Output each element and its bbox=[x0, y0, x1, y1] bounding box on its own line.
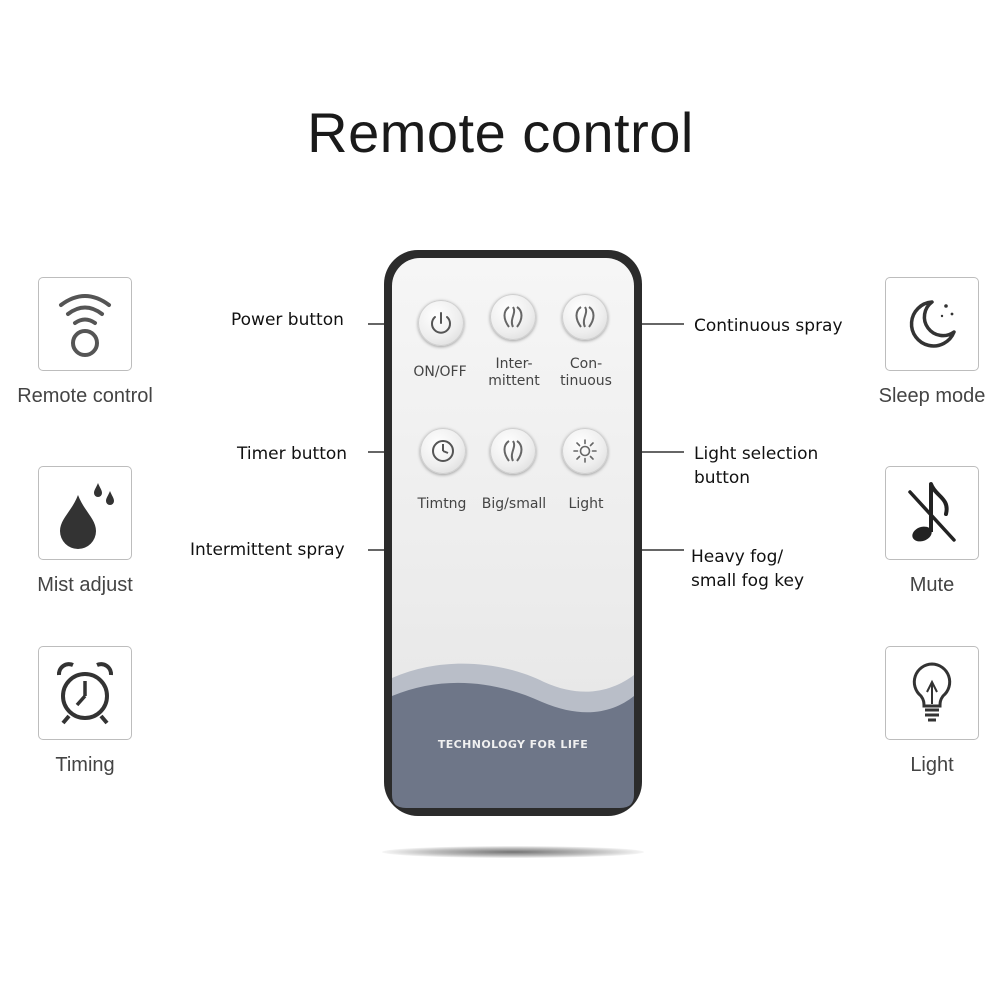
feature-sleep-mode: Sleep mode bbox=[847, 277, 1001, 408]
feature-mute: Mute bbox=[847, 466, 1001, 597]
timer-button-label: Timtng bbox=[417, 496, 467, 512]
feature-remote-control: Remote control bbox=[0, 277, 170, 408]
callout-light-line2: button bbox=[694, 468, 751, 488]
feature-timing: Timing bbox=[0, 646, 170, 777]
callout-fog-line2: small fog key bbox=[691, 571, 805, 591]
feature-mist-adjust: Mist adjust bbox=[0, 466, 170, 597]
callout-fog-line1: Heavy fog/ bbox=[691, 547, 784, 567]
clock-icon bbox=[432, 440, 454, 462]
remote-shadow bbox=[382, 846, 644, 858]
feature-box bbox=[38, 466, 132, 560]
callout-timer: Timer button bbox=[237, 444, 348, 464]
lightbulb-icon bbox=[912, 662, 952, 722]
remote-wave bbox=[392, 663, 634, 808]
mist-icon bbox=[575, 306, 595, 328]
feature-light: Light bbox=[847, 646, 1001, 777]
big-small-button-label: Big/small bbox=[481, 496, 547, 512]
feature-label: Sleep mode bbox=[878, 385, 986, 407]
light-button-label: Light bbox=[568, 496, 604, 512]
feature-label: Timing bbox=[55, 754, 115, 776]
feature-box bbox=[38, 646, 132, 740]
callout-intermittent: Intermittent spray bbox=[190, 540, 345, 560]
intermittent-label-line2: mittent bbox=[488, 373, 540, 389]
continuous-label-line2: tinuous bbox=[560, 373, 612, 389]
mist-icon bbox=[503, 440, 523, 462]
continuous-label-line1: Con- bbox=[569, 356, 603, 372]
light-button[interactable] bbox=[562, 428, 608, 474]
remote-body: TECHNOLOGY FOR LIFE ON/OFF Inter- mitten… bbox=[384, 250, 642, 816]
callout-light-line1: Light selection bbox=[694, 444, 819, 464]
continuous-button[interactable] bbox=[562, 294, 608, 340]
alarm-clock-icon bbox=[57, 662, 113, 725]
power-button[interactable] bbox=[418, 300, 464, 346]
feature-box bbox=[885, 277, 979, 371]
feature-box bbox=[885, 646, 979, 740]
feature-label: Mist adjust bbox=[37, 574, 133, 596]
page-title: Remote control bbox=[307, 101, 694, 164]
callout-continuous: Continuous spray bbox=[694, 316, 843, 336]
power-icon bbox=[431, 312, 451, 334]
feature-label: Mute bbox=[909, 574, 955, 596]
callout-power: Power button bbox=[231, 310, 344, 330]
mist-icon bbox=[503, 306, 523, 328]
feature-label: Light bbox=[910, 754, 954, 776]
signal-icon bbox=[59, 294, 111, 357]
sun-icon bbox=[573, 439, 597, 463]
feature-box bbox=[38, 277, 132, 371]
droplet-icon bbox=[60, 483, 114, 549]
feature-box bbox=[885, 466, 979, 560]
feature-label: Remote control bbox=[17, 385, 153, 407]
intermittent-button[interactable] bbox=[490, 294, 536, 340]
remote-footer-text: TECHNOLOGY FOR LIFE bbox=[437, 738, 589, 751]
power-button-label: ON/OFF bbox=[413, 364, 467, 380]
muted-note-icon bbox=[908, 482, 956, 542]
intermittent-label-line1: Inter- bbox=[495, 356, 533, 372]
big-small-button[interactable] bbox=[490, 428, 536, 474]
moon-icon bbox=[909, 300, 956, 348]
timer-button[interactable] bbox=[420, 428, 466, 474]
